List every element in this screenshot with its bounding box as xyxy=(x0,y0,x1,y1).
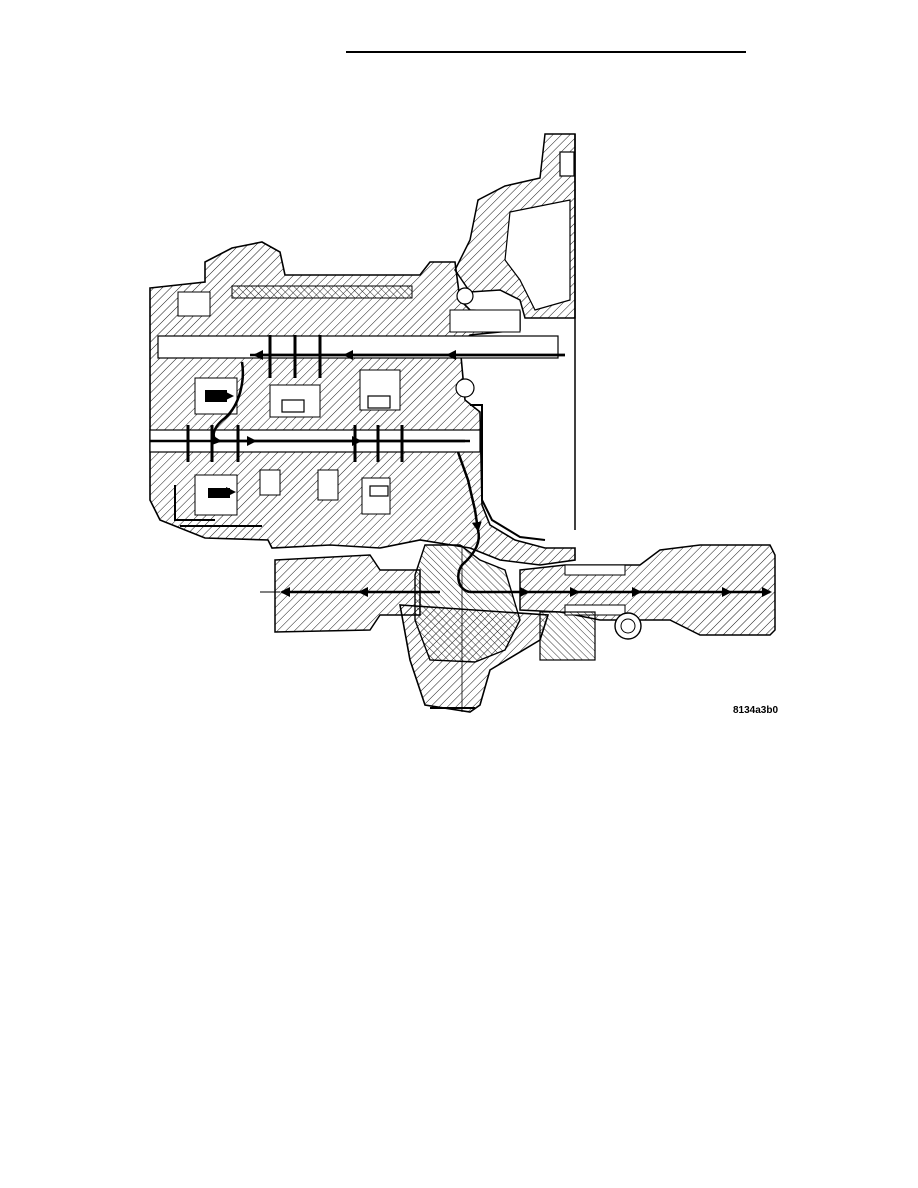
power-flow-arrows xyxy=(205,350,772,597)
housing-outline xyxy=(260,404,546,593)
bell-housing xyxy=(454,133,576,530)
transaxle-cutaway-drawing xyxy=(149,133,776,713)
figure-id-label: 8134a3b0 xyxy=(733,705,779,716)
differential-and-axles xyxy=(274,544,776,713)
transaxle-power-flow-illustration xyxy=(140,128,800,728)
header-rule xyxy=(346,51,746,53)
